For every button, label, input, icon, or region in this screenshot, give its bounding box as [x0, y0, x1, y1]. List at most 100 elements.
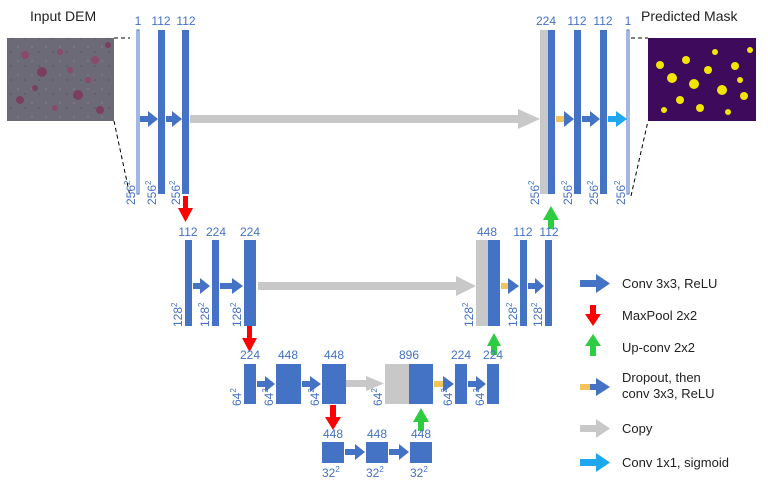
size-exponent: 2	[530, 302, 539, 307]
channel-label: 112	[567, 14, 586, 28]
output-title: Predicted Mask	[641, 8, 738, 24]
channel-label: 112	[513, 225, 532, 239]
size-exponent: 2	[586, 180, 595, 185]
predicted-mask-image	[648, 38, 756, 121]
level1-decoder-arrows	[556, 111, 627, 127]
channel-label: 896	[399, 348, 419, 362]
size-label: 64	[473, 392, 487, 406]
level3-encoder-block-3	[322, 364, 346, 404]
level1-encoder-block-2	[182, 30, 189, 194]
legend-label: MaxPool 2x2	[622, 308, 697, 323]
level4-block-3	[410, 442, 432, 463]
size-exponent: 2	[423, 465, 428, 474]
legend-item-copy: Copy	[580, 419, 653, 438]
channel-label: 112	[176, 14, 195, 28]
legend-item-dropout: Dropout, then conv 3x3, ReLU	[580, 370, 715, 401]
size-label: 64	[441, 392, 455, 406]
svg-text:2562: 2562	[560, 180, 575, 205]
svg-text:322: 322	[366, 465, 384, 480]
svg-text:1282: 1282	[530, 302, 545, 327]
channel-label: 224	[451, 348, 471, 362]
maxpool-arrows	[178, 196, 341, 430]
level2-copy-block	[476, 240, 488, 326]
size-exponent: 2	[527, 180, 536, 185]
channel-label: 448	[324, 348, 344, 362]
svg-text:1282: 1282	[505, 302, 520, 327]
size-exponent: 2	[613, 180, 622, 185]
input-guide-bottom	[113, 120, 131, 197]
level3-conv-arrows	[257, 376, 321, 392]
input-title: Input DEM	[30, 8, 96, 24]
channel-label: 224	[483, 348, 503, 362]
level2-decoder-arrows	[501, 278, 544, 294]
size-labels-level3: 642 642 642 642 642 642	[229, 388, 487, 406]
channel-label: 224	[240, 225, 260, 239]
level1-upconv-block	[548, 30, 555, 194]
svg-text:642: 642	[261, 388, 276, 406]
size-label: 32	[366, 466, 380, 480]
output-guide-bottom	[630, 120, 649, 197]
size-label: 256	[169, 185, 183, 205]
level2-decoder-block-2	[545, 240, 552, 326]
upconv-arrows	[413, 206, 559, 431]
legend-label: Up-conv 2x2	[622, 340, 695, 355]
level3-copy-block	[385, 364, 409, 404]
size-label: 128	[171, 307, 185, 327]
legend: Conv 3x3, ReLU MaxPool 2x2 Up-conv 2x2 D…	[580, 274, 729, 472]
size-exponent: 2	[505, 302, 514, 307]
level1-input-block	[136, 29, 140, 195]
svg-text:642: 642	[229, 388, 244, 406]
size-exponent: 2	[229, 302, 238, 307]
level1-decoder-block-2	[600, 30, 607, 194]
level1-copy-block	[540, 30, 548, 194]
level3-encoder-block-1	[244, 364, 256, 404]
size-exponent: 2	[168, 180, 177, 185]
gray-arrow-icon	[580, 419, 610, 438]
size-label: 64	[308, 392, 322, 406]
size-label: 256	[145, 185, 159, 205]
legend-label: Dropout, then	[622, 370, 701, 385]
channel-label: 448	[411, 427, 431, 441]
channel-label: 112	[593, 14, 612, 28]
size-label: 128	[198, 307, 212, 327]
size-exponent: 2	[123, 180, 132, 185]
legend-label: conv 3x3, ReLU	[622, 386, 715, 401]
channel-label: 112	[539, 225, 558, 239]
svg-text:1282: 1282	[197, 302, 212, 327]
level3-upconv-block	[409, 364, 433, 404]
size-label: 256	[587, 185, 601, 205]
green-up-arrow-icon	[585, 334, 601, 356]
size-exponent: 2	[335, 465, 340, 474]
svg-text:2562: 2562	[586, 180, 601, 205]
size-label: 64	[262, 392, 276, 406]
blue-arrow-icon	[580, 274, 610, 293]
size-label: 128	[506, 307, 520, 327]
level2-encoder-block-1	[185, 240, 192, 326]
level2-encoder-block-3	[244, 240, 256, 326]
copy-connections	[190, 109, 540, 391]
size-exponent: 2	[370, 388, 379, 393]
svg-text:2562: 2562	[613, 180, 628, 205]
legend-item-sigmoid: Conv 1x1, sigmoid	[580, 453, 729, 472]
size-exponent: 2	[170, 302, 179, 307]
level1-encoder-block-1	[158, 30, 165, 194]
legend-item-upconv: Up-conv 2x2	[585, 334, 695, 356]
size-exponent: 2	[472, 388, 481, 393]
svg-text:2562: 2562	[527, 180, 542, 205]
channel-label: 448	[477, 225, 497, 239]
dropout-arrow-icon	[580, 378, 610, 396]
level3-encoder-block-2	[276, 364, 301, 404]
size-exponent: 2	[229, 388, 238, 393]
level2-conv-arrows	[193, 278, 243, 294]
cyan-arrow-icon	[580, 453, 610, 472]
size-exponent: 2	[144, 180, 153, 185]
channel-label: 448	[367, 427, 387, 441]
channel-label: 224	[240, 348, 260, 362]
svg-text:1282: 1282	[229, 302, 244, 327]
size-exponent: 2	[461, 302, 470, 307]
channel-label: 112	[151, 14, 170, 28]
size-label: 256	[528, 185, 542, 205]
level1-output-block	[626, 29, 630, 195]
level4-block-2	[366, 442, 388, 463]
